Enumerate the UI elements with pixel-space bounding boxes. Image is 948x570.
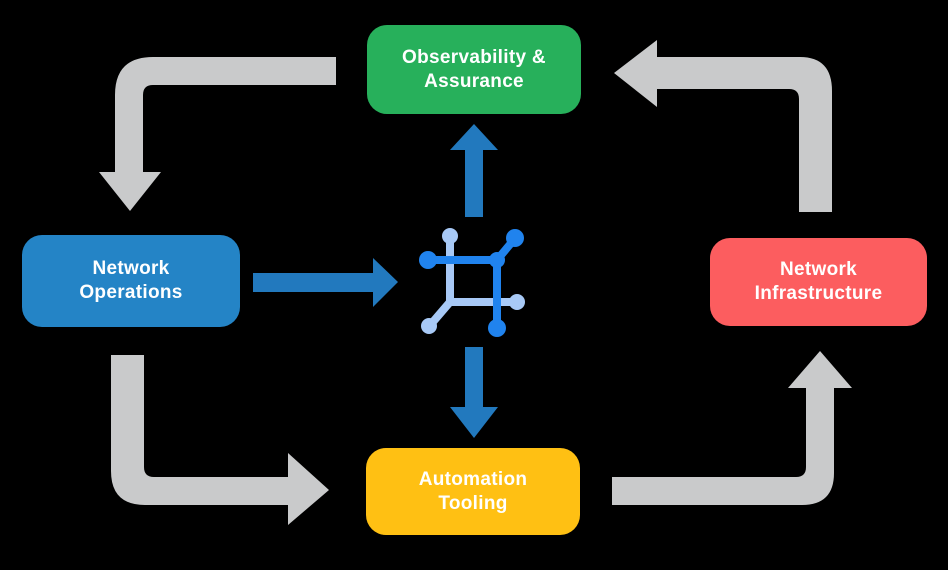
icon-dark-dot-left [419, 251, 437, 269]
icon-light-dot-bottom-left [421, 318, 437, 334]
node-label-line: Observability & [402, 46, 546, 68]
node-observability-assurance: Observability & Assurance [367, 25, 581, 114]
icon-light-dot-right [509, 294, 525, 310]
node-label-line: Automation [418, 468, 528, 490]
cycle-arrow-bottom-to-right [612, 351, 852, 505]
node-label-line: Infrastructure [754, 283, 883, 304]
node-label-line: Network [779, 259, 858, 280]
center-arrow-icon-to-bottom [450, 347, 498, 438]
icon-dark-junction [489, 252, 505, 268]
center-arrow-left-to-icon [253, 258, 398, 307]
center-arrow-icon-to-top [450, 124, 498, 217]
icon-light-diagonal [428, 298, 454, 327]
node-label-line: Tooling [438, 492, 508, 514]
node-label-line: Assurance [424, 70, 524, 92]
node-network-infrastructure: Network Infrastructure [710, 238, 927, 326]
icon-dark-dot-bottom [488, 319, 506, 337]
icon-dark-dot-top-right [506, 229, 524, 247]
node-label-line: Network [92, 258, 170, 279]
cycle-arrow-left-to-bottom [111, 355, 329, 525]
cycle-arrow-top-to-left [99, 57, 336, 211]
network-nodes-icon [419, 228, 525, 337]
cycle-arrow-right-to-top [614, 40, 832, 212]
icon-light-dot-top [442, 228, 458, 244]
node-automation-tooling: Automation Tooling [366, 448, 580, 535]
node-network-operations: Network Operations [22, 235, 240, 327]
icon-light-left-bottom-line [446, 236, 501, 306]
node-label-line: Operations [79, 282, 183, 303]
